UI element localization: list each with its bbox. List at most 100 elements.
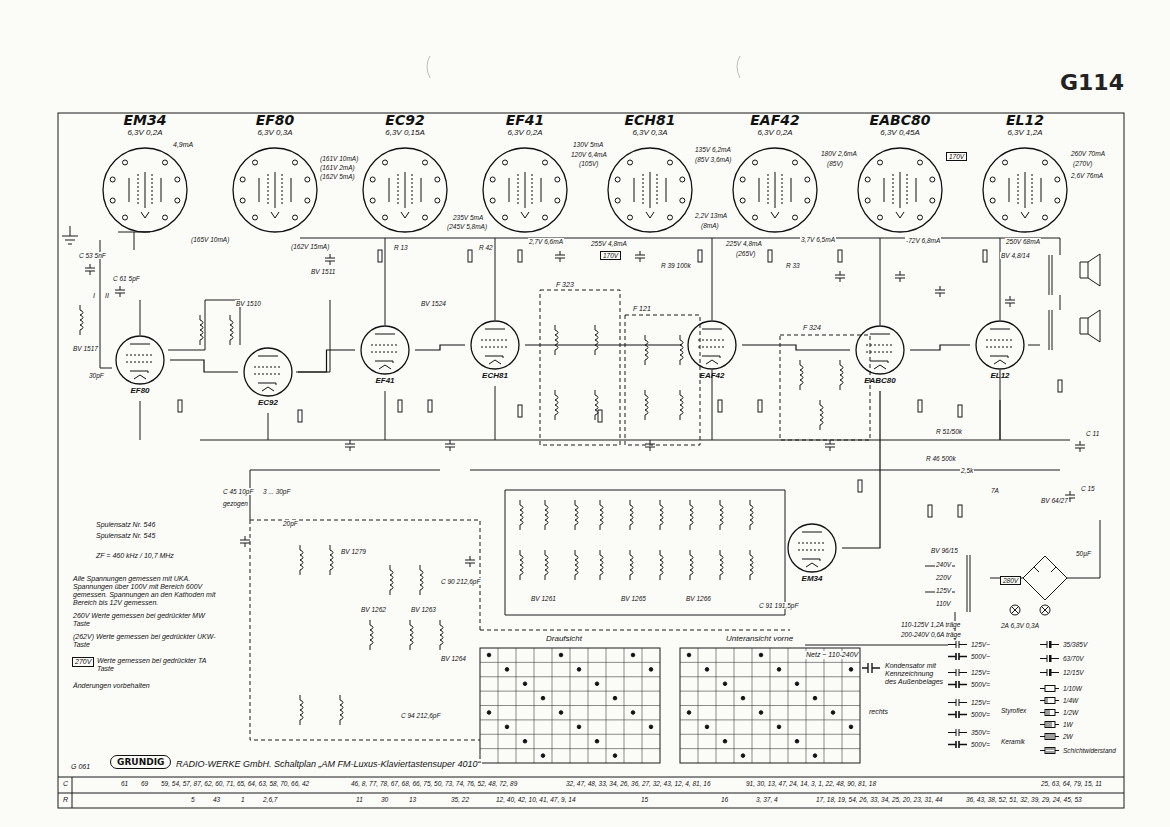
part-label: RADIO-WERKE GmbH. Schaltplan „AM FM-Luxu…: [175, 759, 482, 769]
resistor-symbol: [928, 505, 932, 517]
tube-pin: [162, 215, 167, 220]
tube-symbol: EC92: [238, 347, 298, 413]
switch-contact: [505, 725, 509, 729]
resistor-symbol: [958, 405, 962, 417]
switch-contact: [631, 653, 635, 657]
coil-lead: [630, 550, 631, 580]
capacitor-symbol: [948, 729, 967, 736]
resistor-symbol: [378, 250, 382, 262]
resistor-symbol: [1045, 686, 1055, 692]
resistor-mark: [1047, 722, 1051, 727]
tube-base-diagram: EL126,3V 1,2A: [973, 112, 1077, 237]
part-label: (165V 10mA): [190, 236, 230, 243]
switch-contact: [595, 682, 599, 686]
part-label: 110-125V 1,2A träge: [900, 621, 961, 628]
tube-electrode: [509, 172, 541, 218]
coil-symbol: [600, 505, 603, 525]
tube-electrode: [389, 172, 421, 218]
legend-row: 2W: [1040, 732, 1073, 741]
part-label: Draufsicht: [545, 634, 583, 643]
part-label: BV 1261: [530, 595, 557, 602]
coil-lead: [340, 695, 341, 725]
part-label: (270V): [1072, 160, 1094, 167]
tube-rating: 6,3V 0,3A: [223, 128, 327, 138]
tube-envelope: [976, 321, 1024, 369]
part-label: 69: [140, 780, 149, 787]
coil-symbol: [520, 555, 523, 575]
coil-symbol: [575, 505, 578, 525]
part-label: (85V): [826, 160, 844, 167]
tube-base-diagram: EC926,3V 0,15A: [353, 112, 457, 237]
legend-text: 500V=: [971, 711, 990, 718]
part-label: 4,9mA: [172, 141, 194, 149]
tube-base-diagram: EF806,3V 0,3A: [223, 112, 327, 237]
resistor-lead: [1040, 736, 1059, 737]
part-label: (265V): [735, 250, 757, 257]
switch-contact: [849, 725, 853, 729]
switch-contact: [831, 711, 835, 715]
tube-grid: [398, 174, 412, 206]
coil-lead: [370, 620, 371, 650]
switch-contact: [613, 754, 617, 758]
legend-row: Schichtwiderstand: [1040, 746, 1116, 755]
legend-text: 1W: [1063, 721, 1073, 728]
shield-can: [250, 290, 870, 740]
coil-lead: [300, 695, 301, 725]
tube-pin: [1003, 160, 1008, 165]
capacitor-symbol: [1005, 296, 1015, 307]
tube-grid: [698, 340, 726, 347]
legend-symbol: [948, 668, 968, 677]
tube-pin: [792, 160, 797, 165]
tube-grid: [643, 174, 657, 206]
legend-row: 1/4W: [1040, 696, 1078, 705]
tube-electrode: [884, 172, 916, 218]
coil-lead: [520, 500, 521, 530]
switch-contact: [541, 754, 545, 758]
coil-symbol: [555, 330, 558, 350]
part-label: C 11: [1085, 430, 1100, 437]
tube-pin: [383, 160, 388, 165]
tube-pin: [542, 160, 547, 165]
switch-contact: [795, 682, 799, 686]
legend-symbol: [1040, 708, 1060, 717]
capacitor-symbol: [645, 440, 655, 451]
part-label: 2,6V 76mA: [1070, 172, 1104, 179]
part-label: (161V 2mA): [319, 164, 356, 171]
coil-symbol: [660, 555, 663, 575]
tube-grid: [986, 340, 1014, 347]
tube-pin: [162, 160, 167, 165]
switch-contact: [559, 711, 563, 715]
tube-name: EF41: [473, 112, 577, 128]
part-label: 3, 37, 4: [755, 796, 779, 803]
legend-row: 125V=: [948, 668, 990, 677]
part-label: (162V 5mA): [319, 173, 356, 180]
coil-symbol: [370, 625, 373, 645]
tube-pin: [865, 198, 870, 203]
resistor-symbol: [838, 250, 842, 262]
part-label: 3 ... 30pF: [262, 488, 291, 495]
tube-pin: [503, 215, 508, 220]
coil-lead: [660, 500, 661, 530]
legend-row: 1W: [1040, 720, 1073, 729]
coil-lead: [630, 500, 631, 530]
part-label: 5: [190, 796, 196, 803]
legend-row: 500V~: [948, 652, 990, 661]
legend-text: 1/10W: [1063, 685, 1082, 692]
part-label: BV 1517: [72, 345, 99, 352]
coil-lead: [80, 305, 81, 335]
capacitor-symbol: [1075, 441, 1085, 452]
tube-grid: [893, 174, 907, 206]
coil-lead: [720, 500, 721, 530]
part-label: C 61 5pF: [112, 275, 141, 282]
tube-pin: [753, 160, 758, 165]
resistor-symbol: [518, 250, 522, 262]
coil-symbol: [410, 625, 413, 645]
tube-symbol: ECH81: [465, 320, 525, 386]
part-label: R 39 100k: [660, 262, 692, 269]
tube-symbol: EF80: [110, 335, 170, 401]
coil-lead: [520, 550, 521, 580]
tube-pin: [123, 215, 128, 220]
legend-text: 1/2W: [1063, 709, 1078, 716]
tube-pin: [292, 160, 297, 165]
